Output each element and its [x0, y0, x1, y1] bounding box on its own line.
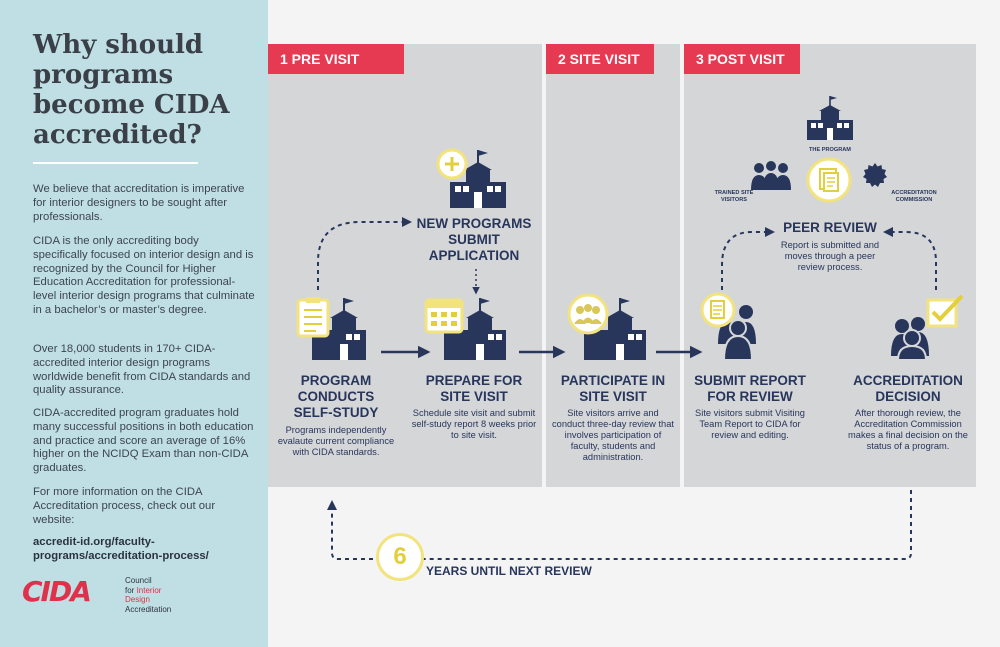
peer-review-title: PEER REVIEW [783, 220, 877, 235]
sidebar-paragraph-2: CIDA is the only accrediting body specif… [33, 235, 255, 316]
panel-site-visit [546, 44, 680, 487]
title-divider [33, 162, 198, 164]
self-study-desc: Programs independently evalaute current … [277, 425, 395, 457]
submit-report-visitors-icon [700, 292, 756, 361]
cycle-label: YEARS UNTIL NEXT REVIEW [426, 564, 592, 578]
phase-tag-site-visit: 2 SITE VISIT [546, 44, 654, 74]
peer-review-program-icon [807, 96, 853, 140]
logo-mark: CIDA [22, 575, 92, 608]
sidebar-title: Why should programs become CIDA accredit… [33, 30, 230, 150]
decision-desc: After thorough review, the Accreditation… [848, 408, 968, 451]
submit-report-title: SUBMIT REPORT FOR REVIEW [694, 373, 806, 404]
sidebar: Why should programs become CIDA accredit… [0, 0, 268, 647]
phase-tag-post-visit: 3 POST VISIT [684, 44, 800, 74]
website-link[interactable]: accredit-id.org/faculty-programs/accredi… [33, 536, 209, 562]
peer-review-desc: Report is submitted and moves through a … [780, 240, 880, 272]
commission-seal-icon [863, 163, 887, 187]
submit-report-desc: Site visitors submit Visiting Team Repor… [695, 408, 805, 440]
new-programs-title: NEW PROGRAMS SUBMIT APPLICATION [416, 216, 532, 263]
logo-text: Council for Interior Design Accreditatio… [125, 576, 171, 614]
sidebar-paragraph-4: CIDA-accredited program graduates hold m… [33, 407, 254, 475]
self-study-title: PROGRAM CONDUCTS SELF-STUDY [293, 373, 379, 420]
participate-school-group-icon [567, 293, 646, 360]
logo-line-2-prefix: for [125, 585, 137, 595]
phase-tag-pre-visit: 1 PRE VISIT [268, 44, 404, 74]
prepare-title: PREPARE FOR SITE VISIT [425, 373, 523, 404]
panel-pre-visit [268, 44, 542, 487]
decision-commission-icon [891, 294, 964, 361]
arrow-decision-to-peer-review [883, 227, 937, 290]
participate-title: PARTICIPATE IN SITE VISIT [560, 373, 666, 404]
arrow-submit-to-peer-review [721, 227, 775, 290]
sidebar-paragraph-3: Over 18,000 students in 170+ CIDA-accred… [33, 343, 251, 397]
logo-line-3: Design [125, 595, 150, 604]
arrow-selfstudy-to-new-programs [317, 217, 412, 290]
label-the-program: THE PROGRAM [809, 147, 851, 153]
sidebar-paragraph-1: We believe that accreditation is imperat… [33, 183, 245, 223]
new-program-school-icon [436, 148, 506, 208]
label-trained-visitors: TRAINED SITE VISITORS [714, 190, 754, 203]
peer-review-report-icon [806, 157, 852, 203]
sidebar-paragraph-5: For more information on the CIDA Accredi… [33, 486, 216, 526]
label-accreditation-commission: ACCREDITATION COMMISSION [891, 190, 937, 203]
cida-logo: CIDA Council for Interior Design Accredi… [22, 575, 192, 614]
trained-visitors-icon [751, 161, 791, 190]
arrow-review-cycle [332, 490, 912, 560]
prepare-school-calendar-icon [424, 298, 506, 360]
logo-line-1: Council [125, 576, 152, 585]
self-study-school-icon [296, 297, 366, 360]
cycle-years-badge: 6 [376, 533, 424, 581]
logo-line-2-accent: Interior [136, 585, 162, 595]
decision-title: ACCREDITATION DECISION [853, 373, 963, 404]
logo-line-2: for Interior [125, 586, 171, 596]
participate-desc: Site visitors arrive and conduct three-d… [552, 408, 674, 462]
prepare-desc: Schedule site visit and submit self-stud… [411, 408, 537, 440]
logo-line-4: Accreditation [125, 604, 172, 614]
